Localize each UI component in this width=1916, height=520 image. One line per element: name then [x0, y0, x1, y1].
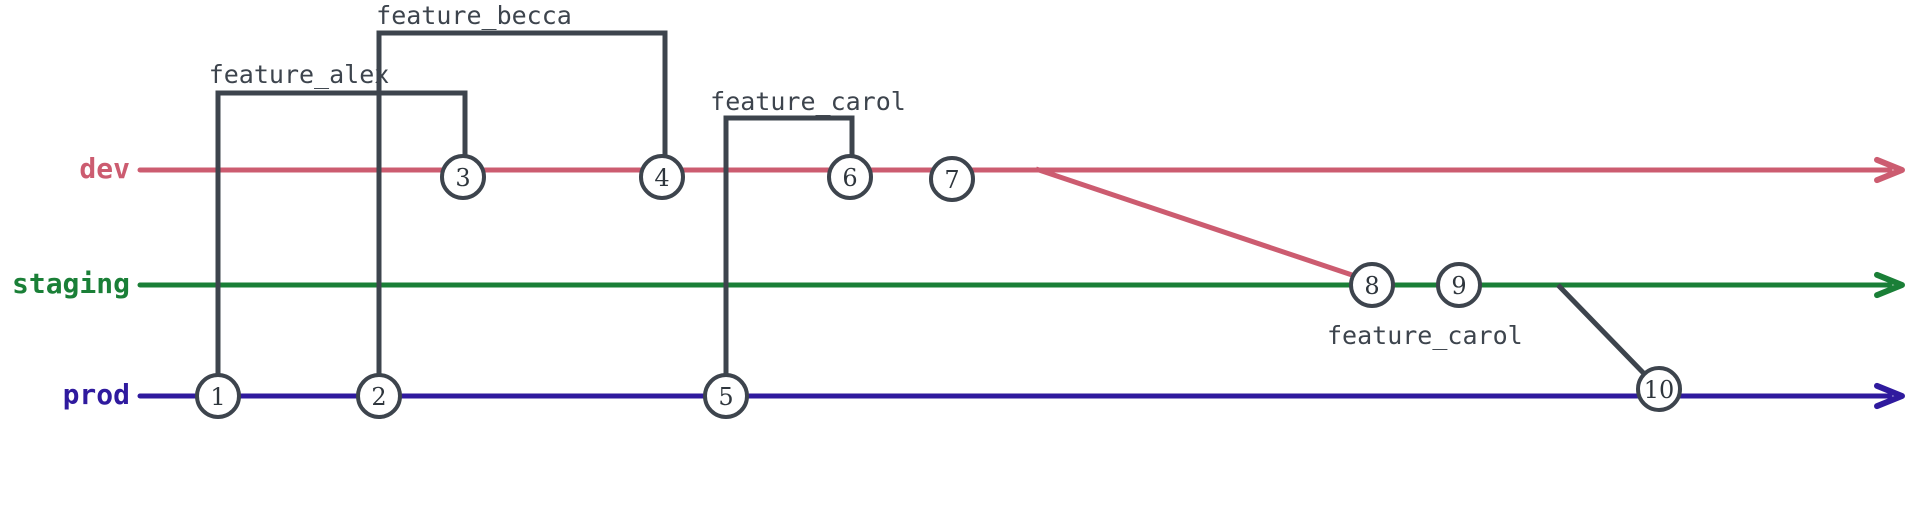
feature-branch-path-feature_becca: [376, 30, 668, 396]
commit-circle-1[interactable]: [195, 373, 241, 419]
commit-node-5[interactable]: 5: [703, 373, 749, 419]
commit-label-5: 5: [718, 383, 733, 411]
commit-node-4[interactable]: 4: [639, 154, 685, 200]
commit-label-1: 1: [210, 383, 225, 411]
commit-nodes-layer: 1 2 3 4 5 6 7 8 9 10: [195, 154, 1682, 419]
commit-circle-8[interactable]: [1349, 262, 1395, 308]
branch-label-staging: staging: [12, 267, 130, 300]
branch-arrowheads-layer: [1874, 156, 1905, 410]
feature-branch-label-feature_becca: feature_becca: [376, 1, 572, 30]
feature-branch-label-feature_carol_dev: feature_carol: [710, 87, 906, 116]
commit-label-6: 6: [842, 164, 857, 192]
merge-path-merge-dev-to-staging: [1035, 166, 1365, 282]
commit-node-6[interactable]: 6: [827, 154, 873, 200]
commit-label-3: 3: [455, 164, 470, 192]
feature-branch-paths-layer: [215, 30, 1661, 396]
commit-node-2[interactable]: 2: [356, 373, 402, 419]
feature-branch-path-feature_carol_dev: [723, 115, 855, 396]
arrowhead-dev: [1874, 156, 1905, 184]
arrowhead-prod: [1874, 382, 1905, 410]
commit-node-9[interactable]: 9: [1436, 262, 1482, 308]
branch-label-prod: prod: [63, 378, 130, 411]
arrowhead-staging: [1874, 271, 1905, 299]
commit-circle-7[interactable]: [929, 156, 975, 202]
commit-node-8[interactable]: 8: [1349, 262, 1395, 308]
commit-circle-2[interactable]: [356, 373, 402, 419]
commit-label-8: 8: [1364, 272, 1379, 300]
branch-label-dev: dev: [79, 152, 130, 185]
commit-circle-5[interactable]: [703, 373, 749, 419]
commit-node-3[interactable]: 3: [440, 154, 486, 200]
commit-node-10[interactable]: 10: [1636, 366, 1682, 412]
feature-branch-path-feature_alex: [215, 90, 468, 396]
merge-paths-layer: [1035, 166, 1365, 282]
commit-circle-10[interactable]: [1636, 366, 1682, 412]
commit-label-7: 7: [944, 166, 959, 194]
branch-lines-layer: [137, 167, 1893, 399]
commit-label-10: 10: [1644, 376, 1675, 404]
commit-circle-6[interactable]: [827, 154, 873, 200]
commit-label-2: 2: [371, 383, 386, 411]
commit-circle-9[interactable]: [1436, 262, 1482, 308]
commit-node-1[interactable]: 1: [195, 373, 241, 419]
feature-branch-label-feature_alex: feature_alex: [209, 60, 390, 89]
branch-labels-layer: dev staging prod: [12, 152, 130, 411]
commit-circle-4[interactable]: [639, 154, 685, 200]
commit-label-9: 9: [1451, 272, 1466, 300]
feature-branch-label-feature_carol_staging: feature_carol: [1327, 321, 1523, 350]
feature-branch-labels-layer: feature_alexfeature_beccafeature_carolfe…: [209, 1, 1523, 350]
feature-branch-path-feature_carol_staging: [1556, 283, 1661, 391]
commit-circle-3[interactable]: [440, 154, 486, 200]
commit-node-7[interactable]: 7: [929, 156, 975, 202]
commit-label-4: 4: [654, 164, 669, 192]
